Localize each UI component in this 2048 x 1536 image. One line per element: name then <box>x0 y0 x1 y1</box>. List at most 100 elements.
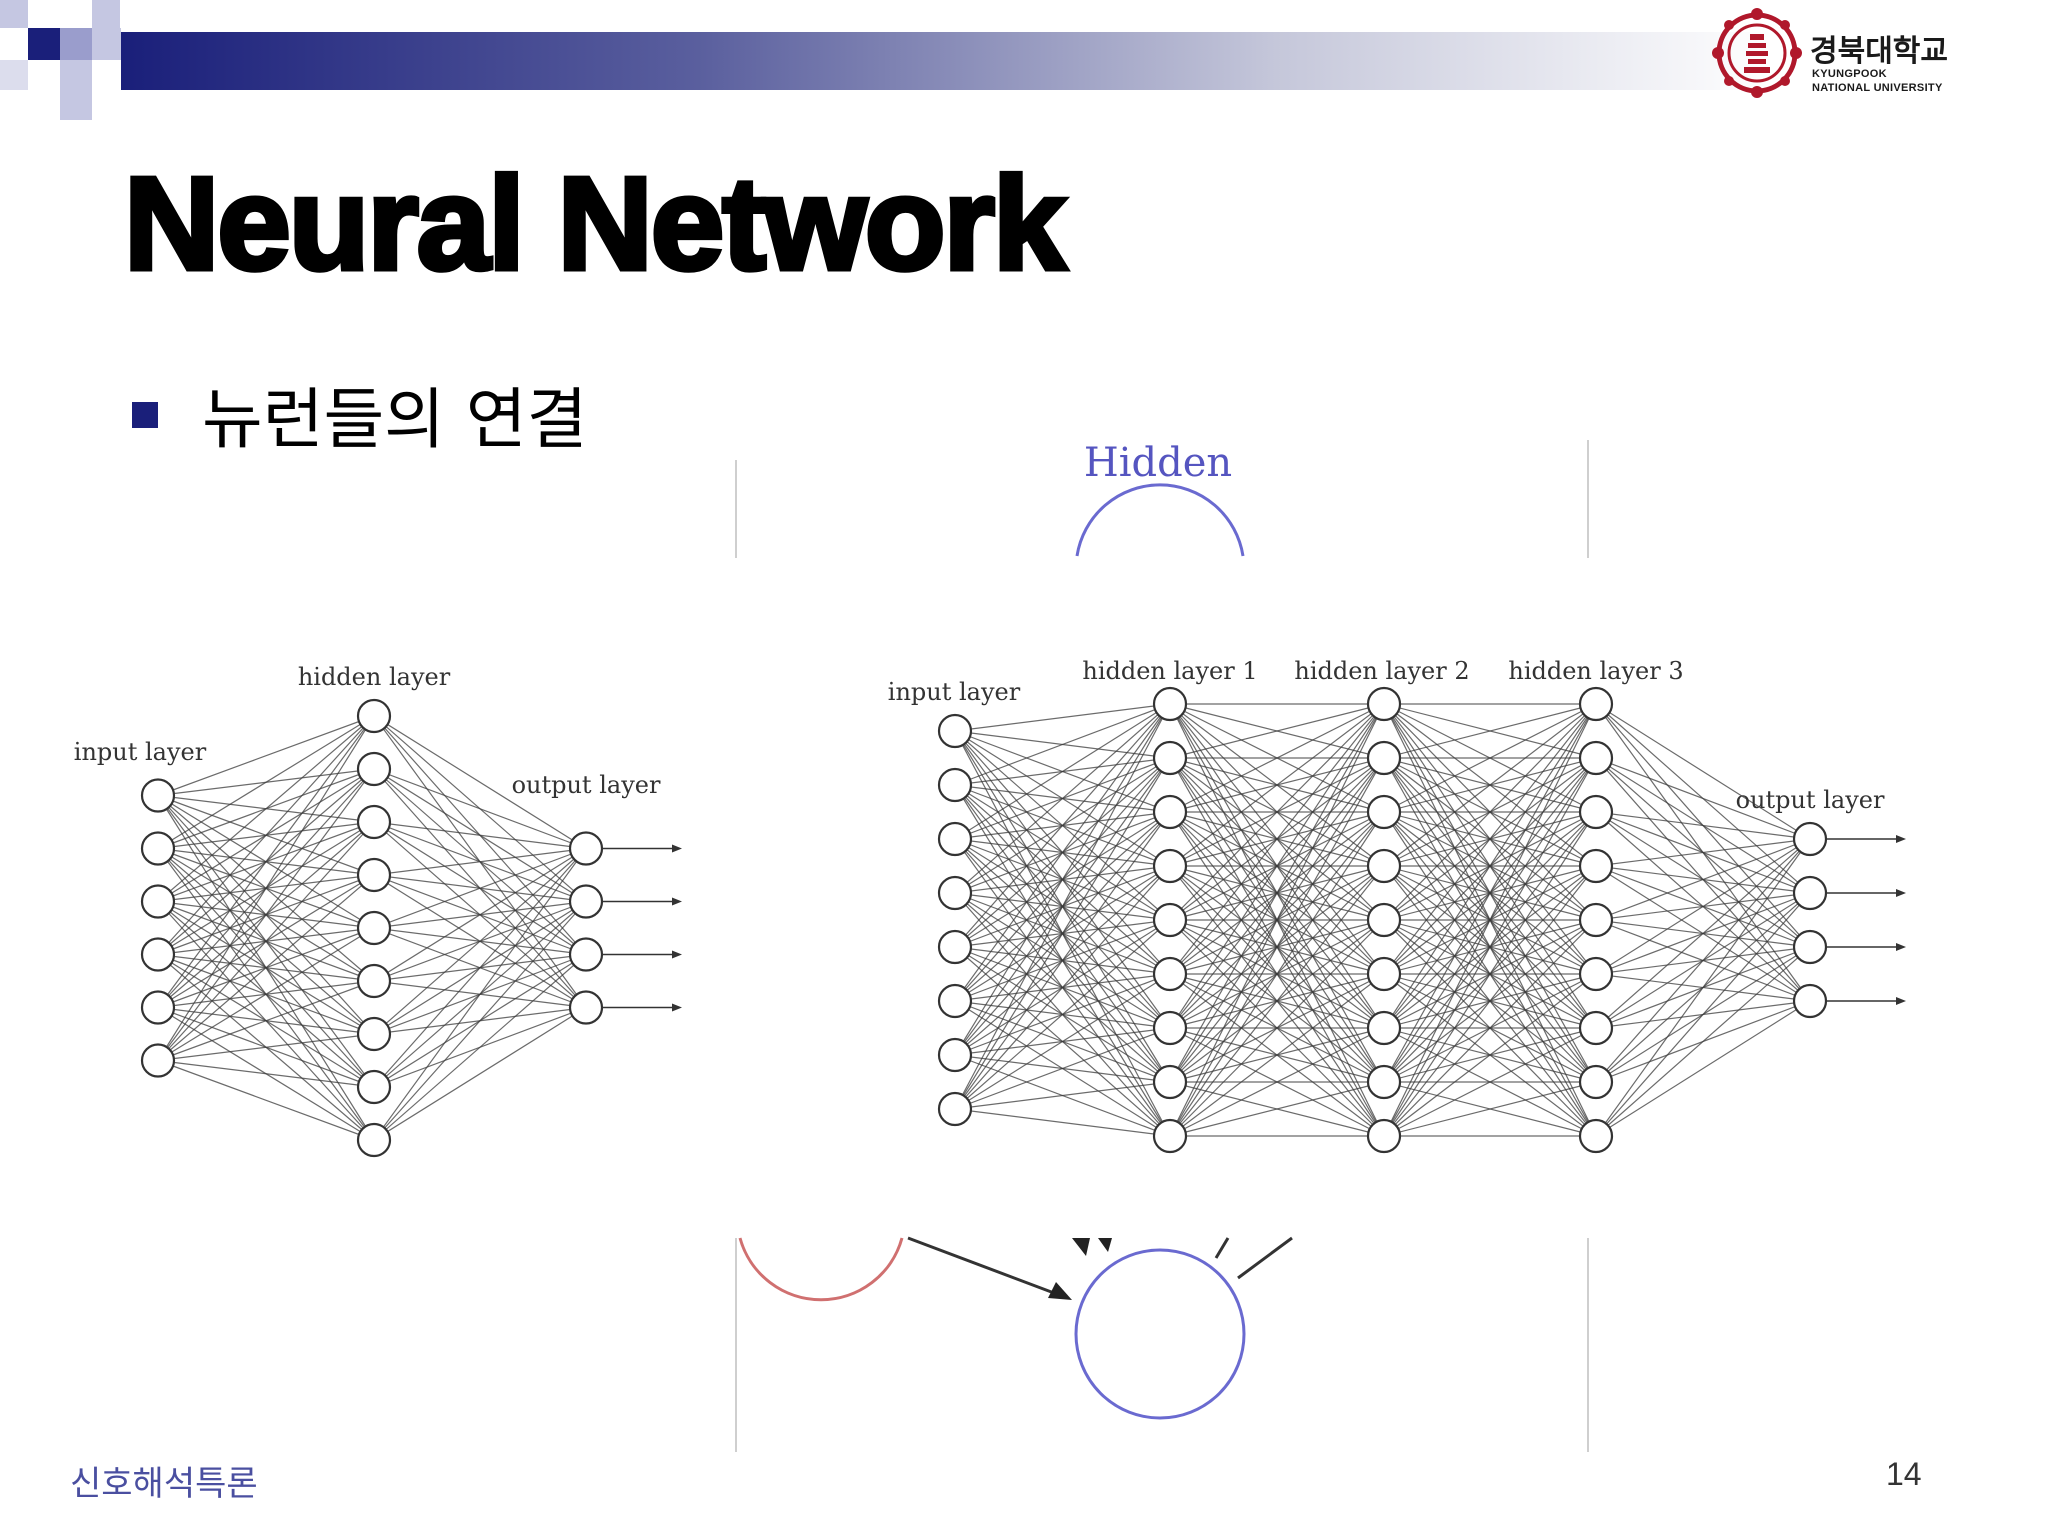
arrowhead-icon <box>672 1003 682 1012</box>
network-connection <box>1595 1000 1811 1137</box>
neuron-node <box>937 713 973 749</box>
neuron-node <box>356 857 392 893</box>
neuron-node <box>1152 1010 1188 1046</box>
background-diagram: Hidden <box>735 440 1589 1452</box>
net1-hidden-label: hidden layer <box>298 663 451 691</box>
network-connection <box>1383 919 1597 1137</box>
arrow-head <box>1048 1282 1072 1300</box>
network-connection <box>1169 811 1385 1137</box>
network-connection <box>1383 703 1597 1137</box>
red-arc <box>738 1237 904 1302</box>
neuron-node <box>1578 1064 1614 1100</box>
network-connection <box>157 927 375 1062</box>
neuron-node <box>1578 956 1614 992</box>
network-connection <box>1383 703 1597 759</box>
neuron-node <box>1366 686 1402 722</box>
net1-output-label: output layer <box>512 771 661 799</box>
neuron-node <box>937 1037 973 1073</box>
neuron-node <box>356 1016 392 1052</box>
network-connection <box>1169 703 1385 813</box>
neuron-node <box>568 937 604 972</box>
network-connection <box>157 715 375 955</box>
network-connection <box>373 848 587 1035</box>
neuron-node <box>1152 740 1188 776</box>
network-connection <box>1169 703 1385 759</box>
net2-input-label: input layer <box>888 678 1021 706</box>
neuron-node <box>1152 956 1188 992</box>
neuron-node <box>937 983 973 1019</box>
neuron-node <box>1366 740 1402 776</box>
network-edges <box>157 703 1811 1141</box>
network-connection <box>1595 838 1811 975</box>
neuron-node <box>1578 740 1614 776</box>
hidden-circle-bottom <box>1074 1248 1246 1420</box>
arrowhead-icon <box>1896 889 1906 897</box>
network-connection <box>1169 703 1385 1083</box>
network-connection <box>1595 838 1811 921</box>
neuron-node <box>356 1069 392 1105</box>
network-connection <box>1383 703 1597 1083</box>
neuron-node <box>356 1122 392 1158</box>
neuron-node <box>1366 1010 1402 1046</box>
network-connection <box>1383 703 1597 867</box>
footer-course-title: 신호해석특론 <box>70 1464 258 1504</box>
hidden-label: Hidden <box>1084 440 1232 486</box>
network-connection <box>373 847 587 876</box>
network-connection <box>1595 838 1811 1137</box>
arrow-tick-1 <box>1072 1238 1090 1256</box>
arrowhead-icon <box>1896 835 1906 843</box>
network-connection <box>1383 811 1597 1137</box>
header-bar <box>121 32 1771 90</box>
slide-title: Neural Network <box>121 148 1068 300</box>
network-connection <box>1169 757 1385 1137</box>
net2-output-label: output layer <box>1736 786 1885 814</box>
network-connection <box>1595 811 1811 840</box>
neuron-node <box>1578 1010 1614 1046</box>
bullet-text: 뉴런들의 연결 <box>202 381 588 458</box>
neuron-node <box>140 831 176 866</box>
network-connection <box>373 848 587 1088</box>
neuron-node <box>1152 1118 1188 1154</box>
arrowhead-icon <box>1896 997 1906 1005</box>
network-connection <box>954 703 1171 840</box>
network-connection <box>954 1027 1171 1110</box>
network-connection <box>157 1033 375 1062</box>
network-connection <box>954 919 1171 1110</box>
network-connection <box>157 768 375 1061</box>
network-connection <box>157 715 375 797</box>
network-connection <box>373 847 587 929</box>
page-number: 14 <box>1886 1456 1922 1492</box>
network-connection <box>1383 1081 1597 1137</box>
arrowhead-icon <box>672 897 682 906</box>
neuron-node <box>1366 848 1402 884</box>
neuron-node <box>937 929 973 965</box>
network-connection <box>373 768 587 850</box>
network-connection <box>954 703 1171 948</box>
network-connection <box>1169 703 1385 921</box>
network-connection <box>1383 757 1597 1137</box>
network-connection <box>157 715 375 902</box>
network-connection <box>1595 946 1811 1137</box>
arrowhead-icon <box>672 950 682 959</box>
neuron-node <box>1366 794 1402 830</box>
network-connection <box>954 703 1171 1002</box>
net2-hidden3-label: hidden layer 3 <box>1508 657 1683 685</box>
neuron-node <box>568 990 604 1025</box>
network-connection <box>1383 703 1597 975</box>
output-arrows <box>602 835 1906 1012</box>
arrow-tick-2 <box>1098 1238 1112 1252</box>
neuron-node <box>1152 1064 1188 1100</box>
neuron-node <box>1366 1064 1402 1100</box>
network-connection <box>1595 892 1811 1137</box>
network-connection <box>1169 703 1385 867</box>
network-connection <box>954 1108 1171 1137</box>
neuron-node <box>140 884 176 919</box>
arrow-tick-4 <box>1237 1236 1293 1280</box>
network-connection <box>1595 757 1811 840</box>
network-connection <box>954 703 1171 786</box>
network-connection <box>1169 703 1385 1137</box>
neuron-node <box>1152 902 1188 938</box>
network-connection <box>1169 1081 1385 1137</box>
network-connection <box>373 954 587 1141</box>
